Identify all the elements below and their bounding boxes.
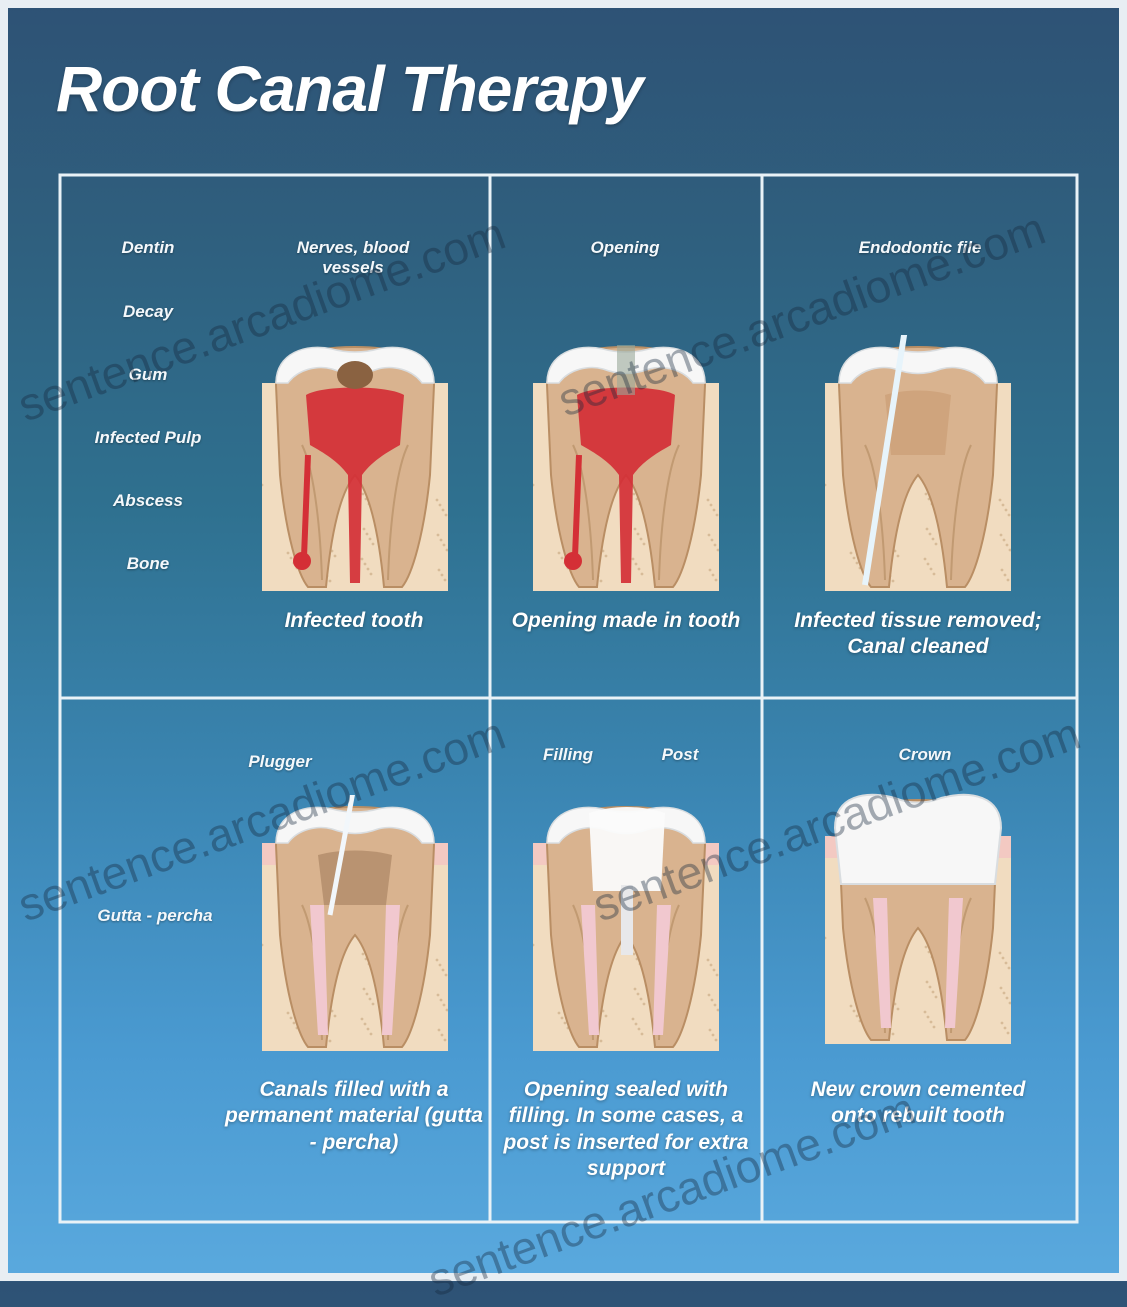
tooth-crowned [825,788,1011,1053]
label-opening: Opening [565,238,685,258]
label-endodontic-file: Endodontic file [840,238,1000,258]
caption-infected-tooth: Infected tooth [224,608,484,634]
label-decay: Decay [98,302,198,322]
label-dentin: Dentin [98,238,198,258]
caption-new-crown: New crown cemented onto rebuilt tooth [788,1077,1048,1130]
label-abscess: Abscess [98,491,198,511]
label-plugger: Plugger [225,752,335,772]
caption-opening-sealed: Opening sealed with filling. In some cas… [496,1077,756,1182]
caption-opening-made: Opening made in tooth [496,608,756,634]
decay [337,361,373,389]
opening [617,345,635,395]
crown [835,795,1001,884]
caption-canals-filled: Canals filled with a permanent material … [224,1077,484,1156]
label-gutta-percha: Gutta - percha [80,906,230,926]
tooth-filled-canals [262,795,448,1060]
tooth-cleaned [825,335,1011,600]
filling [589,807,665,891]
tooth-opening [533,335,719,600]
label-crown: Crown [880,745,970,765]
label-gum: Gum [98,365,198,385]
tooth-infected [262,335,448,600]
tooth-sealed [533,795,719,1060]
label-post: Post [645,745,715,765]
label-infected-pulp: Infected Pulp [80,428,216,448]
label-filling: Filling [528,745,608,765]
label-bone: Bone [98,554,198,574]
post [621,885,633,955]
label-nerves-blood-vessels: Nerves, blood vessels [283,238,423,277]
caption-canal-cleaned: Infected tissue removed; Canal cleaned [788,608,1048,661]
